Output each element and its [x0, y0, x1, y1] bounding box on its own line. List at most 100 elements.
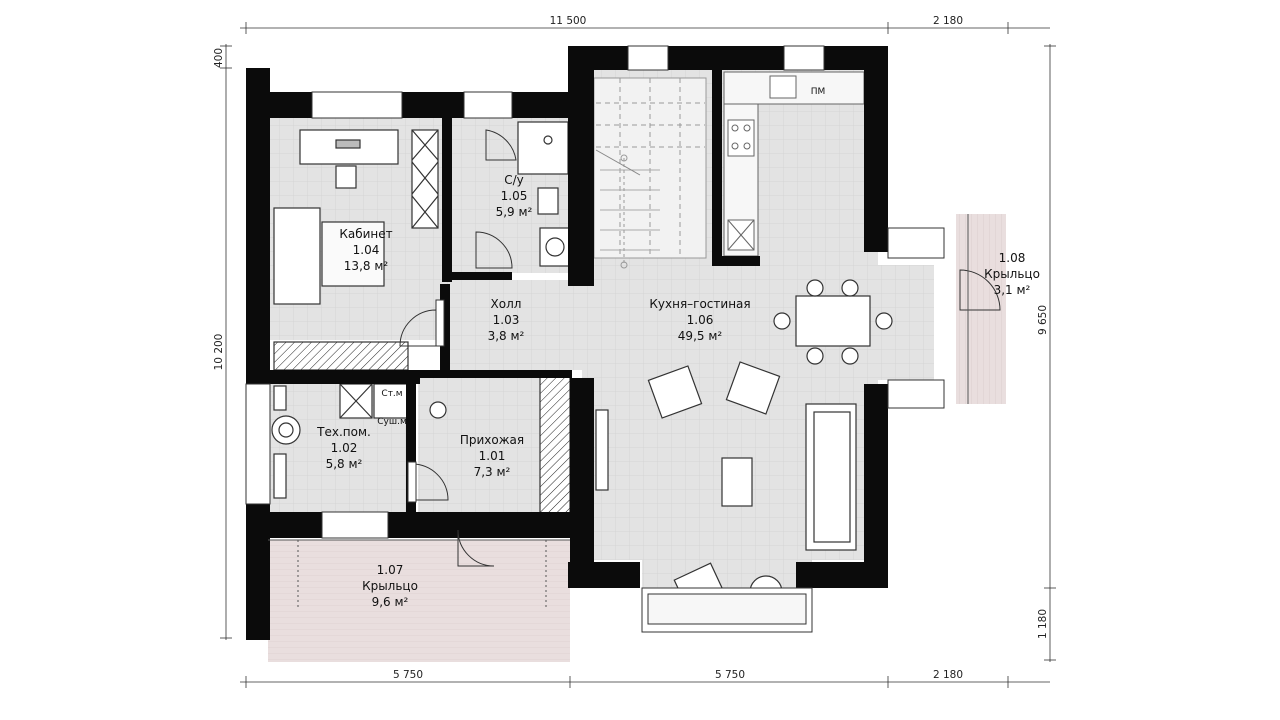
dim-bottom-right: 2 180: [933, 669, 963, 681]
room-label-1-05: С/у 1.05 5,9 м²: [496, 173, 533, 219]
toilet: [537, 187, 559, 215]
room-area: 7,3 м²: [474, 465, 511, 479]
window: [887, 227, 945, 259]
wall-stair-right: [712, 70, 722, 260]
dim-right-total: 9 650: [1037, 305, 1049, 335]
kitchen-hob: [727, 119, 755, 157]
window: [321, 511, 389, 539]
door-bath-hall[interactable]: [475, 231, 513, 269]
wall-bottom-kitchen-r: [796, 562, 888, 588]
room-area: 3,8 м²: [488, 329, 525, 343]
dimension-labels: 11 500 2 180 5 750 5 750 2 180 400 10 20…: [213, 15, 1049, 681]
tv-unit: [595, 409, 609, 491]
room-area: 9,6 м²: [372, 595, 409, 609]
window: [245, 383, 271, 505]
room-label-1-06: Кухня–гостиная 1.06 49,5 м²: [649, 297, 750, 343]
room-name: Кабинет: [339, 227, 392, 241]
room-number: 1.08: [999, 251, 1026, 265]
room-number: 1.03: [493, 313, 520, 327]
entry-wardrobe: [539, 375, 571, 515]
window: [783, 45, 825, 71]
dim-right-bottom: 1 180: [1037, 609, 1049, 639]
room-area: 5,9 м²: [496, 205, 533, 219]
wall-tech-entry: [406, 380, 416, 520]
armchair: [725, 361, 781, 415]
shower: [517, 121, 569, 175]
fridge-label: ПМ: [811, 87, 826, 97]
window: [887, 379, 945, 409]
doors[interactable]: [399, 129, 1001, 567]
floor-porch-108: [956, 214, 1006, 404]
room-label-1-03: Холл 1.03 3,8 м²: [488, 297, 525, 343]
room-label-1-04: Кабинет 1.04 13,8 м²: [339, 227, 392, 273]
room-name: С/у: [504, 173, 524, 187]
wall-right-lower: [864, 384, 888, 588]
floor-hall: [440, 280, 582, 370]
room-labels: Кабинет 1.04 13,8 м² С/у 1.05 5,9 м² Хол…: [316, 87, 1040, 609]
wall-cab-bottom: [270, 370, 420, 384]
door-porch-108[interactable]: [959, 269, 1001, 311]
wall-top-left: [246, 92, 582, 118]
dim-left-small: 400: [213, 48, 225, 68]
room-number: 1.04: [353, 243, 380, 257]
door-cabinet[interactable]: [399, 309, 437, 347]
dryer-label: Суш.м: [377, 417, 407, 427]
dim-left-total: 10 200: [213, 334, 225, 371]
bathroom-fixtures: [517, 121, 587, 267]
dim-top-total: 11 500: [550, 15, 587, 27]
wall-top-kitchen: [568, 46, 888, 70]
wall-cabinet-mid: [246, 336, 270, 340]
floor-porch-107: [268, 540, 570, 662]
dining-set: [773, 279, 893, 365]
dim-bottom-mid: 5 750: [715, 669, 745, 681]
room-name: Холл: [491, 297, 522, 311]
wall-left: [246, 68, 270, 640]
desk-chair: [335, 165, 357, 189]
room-number: 1.05: [501, 189, 528, 203]
room-label-1-08: 1.08 Крыльцо 3,1 м²: [984, 251, 1040, 297]
room-area: 5,8 м²: [326, 457, 363, 471]
cabinet-furniture: [273, 129, 439, 371]
boiler: [271, 415, 301, 445]
room-number: 1.02: [331, 441, 358, 455]
walls[interactable]: [246, 46, 888, 640]
cabinet-radiator: [273, 341, 409, 371]
room-name: Прихожая: [460, 433, 524, 447]
wall-bottom-left: [246, 512, 576, 538]
armchair: [647, 365, 703, 419]
door-bathroom[interactable]: [485, 129, 517, 161]
room-label-1-07: 1.07 Крыльцо 9,6 м²: [362, 563, 418, 609]
room-area: 3,1 м²: [994, 283, 1031, 297]
wall-entry-top: [416, 370, 572, 378]
floor-hall-ext: [582, 265, 934, 380]
room-area: 49,5 м²: [678, 329, 723, 343]
windows: [245, 45, 945, 633]
dimension-lines: [220, 22, 1056, 688]
room-label-1-02: Тех.пом. 1.02 5,8 м²: [316, 425, 371, 471]
tech-fixtures: [271, 375, 571, 515]
wall-cab-hall: [440, 284, 450, 374]
room-number: 1.07: [377, 563, 404, 577]
room-label-1-01: Прихожая 1.01 7,3 м²: [460, 433, 524, 479]
room-name: Крыльцо: [362, 579, 418, 593]
room-area: 13,8 м²: [344, 259, 389, 273]
dim-bottom-left: 5 750: [393, 669, 423, 681]
room-name: Крыльцо: [984, 267, 1040, 281]
room-name: Тех.пом.: [316, 425, 371, 439]
porch-railings: [268, 214, 969, 610]
washer-label: Ст.м: [381, 389, 402, 399]
room-number: 1.01: [479, 449, 506, 463]
bath-sink: [539, 227, 571, 267]
dryer: [373, 383, 409, 419]
coffee-table: [721, 457, 753, 507]
wall-stair-bottom: [712, 256, 760, 266]
window: [627, 45, 669, 71]
window: [463, 91, 513, 119]
door-entry[interactable]: [457, 529, 495, 567]
room-number: 1.06: [687, 313, 714, 327]
wall-cab-bath: [442, 92, 452, 282]
kitchen-sink: [769, 75, 797, 99]
window: [311, 91, 403, 119]
door-tech[interactable]: [411, 463, 449, 501]
